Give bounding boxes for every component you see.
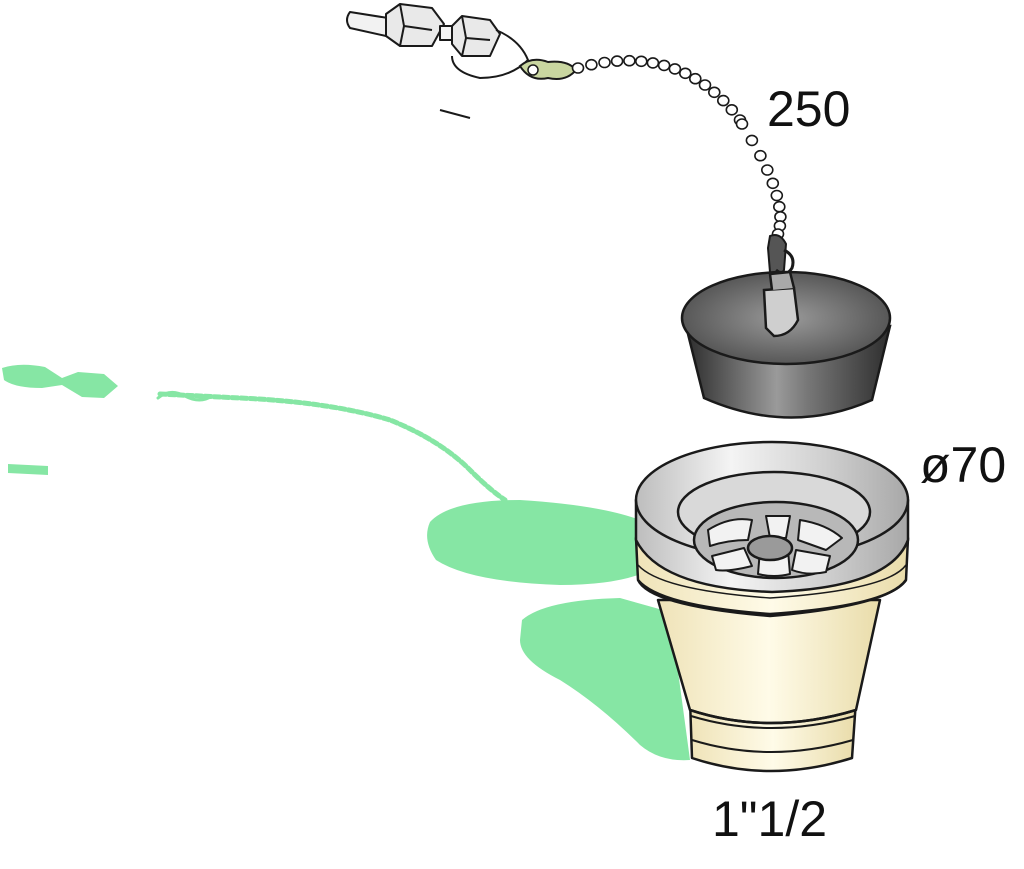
rubber-plug [680,270,892,419]
chain [518,54,795,277]
shadow-group [2,364,690,761]
chain-length-label: 250 [767,81,851,137]
chain-bead [657,59,671,72]
dash-mark [439,109,471,119]
shadow-chain [156,391,508,503]
shadow-strainer [520,598,690,761]
chain-bead [585,58,598,71]
shadow-connector [2,364,118,398]
connector-pin [346,11,389,37]
chain-bead [678,67,692,80]
chain-bead [745,134,759,147]
chain-bead [772,200,786,213]
strainer-spokes [707,515,843,577]
chain-bead [760,164,774,176]
chain-bead [754,149,767,162]
connector-loop [451,29,529,79]
chain-bead [634,55,648,68]
plug-handle [762,286,800,338]
chain-bead [610,55,624,67]
chain-bead [716,94,730,107]
overflow-connector [346,3,529,119]
chain-bead [707,86,721,99]
shadow-dash [8,464,48,475]
thread-size-label: 1"1/2 [712,791,828,847]
chain-bead [623,54,636,67]
chain-bead [571,62,585,74]
strainer-hub [746,534,794,562]
connector-nut-1 [385,3,445,47]
chain-bead [698,79,712,91]
chain-bead [646,57,660,69]
chain-bead [735,118,749,130]
connector-nut-2 [451,15,501,57]
chain-beads [571,54,787,240]
chain-bead [766,177,780,190]
diameter-label: ø70 [920,437,1007,493]
chain-bead [725,104,739,116]
strainer-waste [634,440,910,773]
chain-bead [598,56,611,69]
chain-bead [688,72,702,85]
chain-bead [668,63,682,75]
tapered-body [656,598,882,725]
chain-bead [770,189,784,202]
shadow-plug [427,500,650,585]
